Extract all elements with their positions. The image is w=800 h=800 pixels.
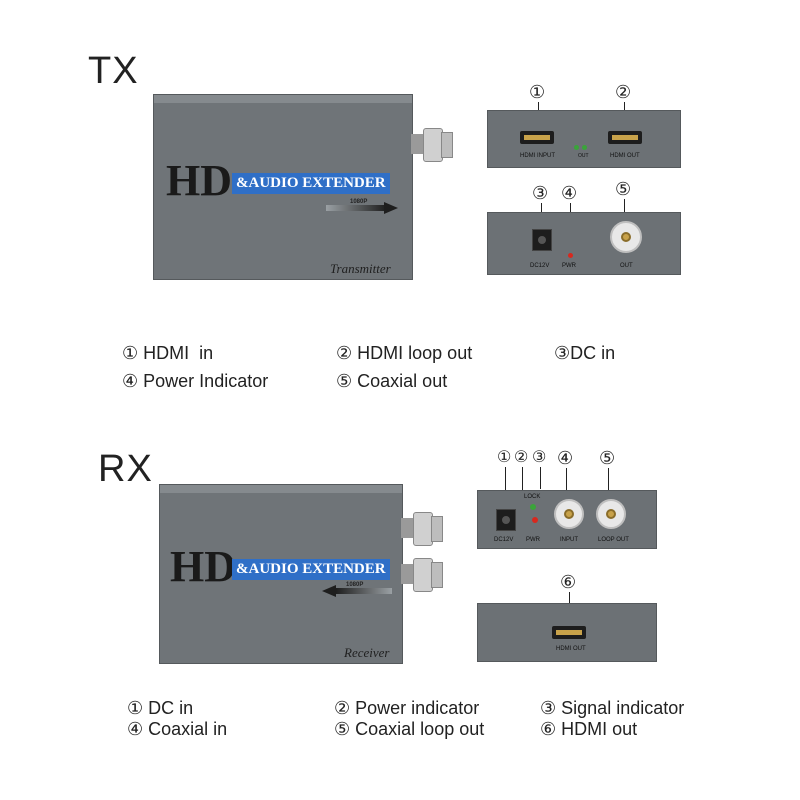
rx-hd-logo: HD	[170, 542, 236, 591]
legend-num: ④	[122, 371, 139, 391]
rx-legend-item: ⑤ Coaxial loop out	[334, 719, 484, 740]
tx-hdmi-out-port-icon	[608, 131, 642, 144]
tx-hdmi-input-label: HDMI INPUT	[520, 153, 555, 159]
legend-num: ⑤	[336, 371, 353, 391]
rx-rear-panel: DC12V LOCK PWR INPUT LOOP OUT	[477, 490, 657, 549]
rx-callout-3: ③	[532, 449, 547, 466]
tx-callout-5: ⑤	[615, 179, 632, 199]
tx-hdmi-out-label: HDMI OUT	[610, 153, 640, 159]
tx-dc-port-icon	[532, 229, 552, 251]
legend-text: HDMI out	[561, 719, 638, 739]
rx-pwr-label: PWR	[526, 537, 540, 543]
rx-arrow-label: 1080P	[346, 582, 364, 588]
tx-front-panel: HDMI INPUT OUT HDMI OUT	[487, 110, 681, 168]
tx-model-label: Transmitter	[330, 261, 391, 276]
tx-callout-2: ②	[615, 82, 632, 102]
rx-device: HD &AUDIO EXTENDER 1080P Receiver	[159, 484, 403, 664]
legend-text: Coaxial out	[357, 371, 448, 391]
legend-num: ⑤	[334, 719, 351, 739]
tx-legend-item: ⑤ Coaxial out	[336, 371, 447, 392]
rx-lock-label: LOCK	[524, 494, 541, 500]
rx-direction-arrow-icon	[322, 585, 336, 597]
rx-legend-item: ① DC in	[127, 698, 193, 719]
rx-hdmi-out-label: HDMI OUT	[556, 646, 586, 652]
tx-hdmi-input-port-icon	[520, 131, 554, 144]
rx-lock-led-icon	[530, 504, 536, 510]
rx-legend-item: ④ Coaxial in	[127, 719, 227, 740]
legend-text: Coaxial in	[148, 719, 228, 739]
legend-num: ④	[127, 719, 144, 739]
rx-hdmi-out-port-icon	[552, 626, 586, 639]
tx-rear-panel: DC12V PWR OUT	[487, 212, 681, 275]
tx-led-label: OUT	[578, 153, 589, 159]
tx-arrow-label: 1080P	[350, 199, 368, 205]
legend-text: HDMI loop out	[357, 343, 473, 363]
tx-out-label: OUT	[620, 263, 633, 269]
legend-num: ①	[127, 698, 144, 718]
legend-num: ②	[334, 698, 351, 718]
rx-input-label: INPUT	[560, 537, 578, 543]
tx-dc-label: DC12V	[530, 263, 550, 269]
legend-num: ③	[554, 343, 571, 363]
tx-legend-item: ③DC in	[554, 343, 615, 364]
legend-text: Power indicator	[355, 698, 480, 718]
tx-device: HD &AUDIO EXTENDER 1080P Transmitter	[153, 94, 413, 280]
rx-bnc-connector-icon	[401, 510, 443, 546]
tx-led-icon	[582, 145, 587, 150]
tx-title: TX	[88, 50, 139, 92]
rx-legend-item: ③ Signal indicator	[540, 698, 684, 719]
legend-text: DC in	[148, 698, 194, 718]
rx-model-label: Receiver	[344, 645, 390, 660]
tx-led-icon	[574, 145, 579, 150]
tx-callout-3: ③	[532, 183, 549, 203]
legend-text: Power Indicator	[143, 371, 269, 391]
tx-legend-item: ② HDMI loop out	[336, 343, 472, 364]
rx-front-panel: HDMI OUT	[477, 603, 657, 662]
rx-bnc-connector-icon	[401, 556, 443, 592]
tx-direction-arrow-icon	[384, 202, 398, 214]
rx-loop-out-label: LOOP OUT	[598, 537, 629, 543]
rx-legend-item: ② Power indicator	[334, 698, 479, 719]
legend-num: ③	[540, 698, 557, 718]
legend-text: DC in	[570, 343, 616, 363]
rx-extender-label: &AUDIO EXTENDER	[232, 559, 390, 580]
legend-num: ①	[122, 343, 139, 363]
tx-pwr-led-icon	[568, 253, 573, 258]
rx-callout-2: ②	[514, 449, 529, 466]
tx-callout-1: ①	[529, 82, 546, 102]
legend-text: Coaxial loop out	[355, 719, 485, 739]
rx-callout-5: ⑤	[599, 448, 616, 468]
rx-pwr-led-icon	[532, 517, 538, 523]
tx-legend-item: ① HDMI in	[122, 343, 213, 364]
tx-bnc-connector-icon	[411, 126, 453, 162]
rx-callout-1: ①	[497, 449, 512, 466]
rx-dc-label: DC12V	[494, 537, 514, 543]
rx-dc-port-icon	[496, 509, 516, 531]
rx-title: RX	[98, 448, 153, 490]
legend-text: Signal indicator	[561, 698, 685, 718]
rx-legend-item: ⑥ HDMI out	[540, 719, 637, 740]
tx-legend-item: ④ Power Indicator	[122, 371, 268, 392]
legend-num: ⑥	[540, 719, 557, 739]
rx-callout-4: ④	[557, 448, 574, 468]
tx-callout-4: ④	[561, 183, 578, 203]
tx-hd-logo: HD	[166, 156, 232, 205]
tx-coaxial-out-port-icon	[610, 221, 642, 253]
rx-coaxial-loop-out-port-icon	[596, 499, 626, 529]
tx-extender-label: &AUDIO EXTENDER	[232, 173, 390, 194]
tx-pwr-label: PWR	[562, 263, 576, 269]
rx-coaxial-in-port-icon	[554, 499, 584, 529]
legend-text: HDMI in	[143, 343, 214, 363]
rx-callout-6: ⑥	[560, 572, 577, 592]
legend-num: ②	[336, 343, 353, 363]
